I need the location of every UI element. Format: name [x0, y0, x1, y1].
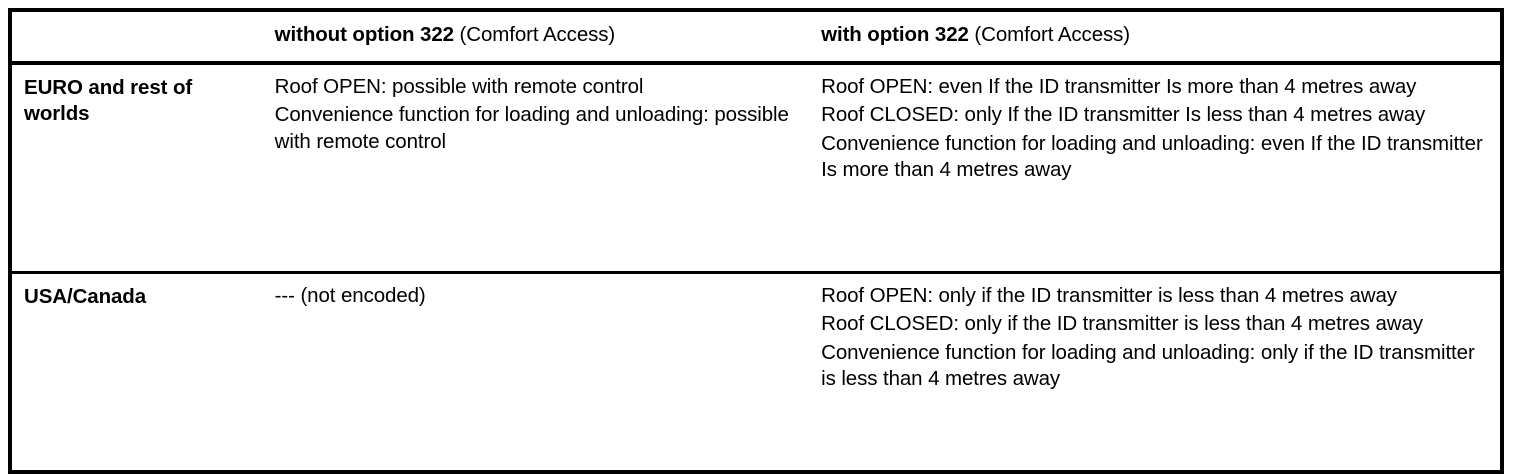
header-with-strong: with option 322 [821, 23, 969, 46]
row-label-usa-canada: USA/Canada [24, 284, 147, 308]
paragraph: Roof OPEN: only if the ID transmitter is… [821, 283, 1397, 307]
cell-usa-without-322: --- (not encoded) [262, 272, 810, 472]
header-with-inner: with option 322 (Comfort Access) [809, 12, 1500, 61]
row-label-euro: EURO and rest of worlds [24, 75, 193, 125]
header-with-rest: (Comfort Access) [968, 23, 1131, 46]
paragraph: Roof CLOSED: only If the ID transmitter … [821, 103, 1426, 126]
paragraph: --- (not encoded) [274, 283, 426, 307]
row-header-euro: EURO and rest of worlds [10, 62, 263, 274]
header-empty-inner [12, 12, 263, 61]
paragraph: Roof OPEN: possible with remote control [274, 74, 644, 98]
paragraph: Convenience function for loading and unl… [274, 103, 789, 153]
paragraph: Convenience function for loading and unl… [821, 340, 1475, 391]
paragraph: Roof OPEN: even If the ID transmitter Is… [821, 74, 1417, 98]
paragraph: Roof CLOSED: only if the ID transmitter … [821, 312, 1423, 335]
header-without-strong: without option 322 [274, 23, 454, 46]
spec-table: without option 322 (Comfort Access) with… [8, 8, 1504, 474]
cell-euro-without-322: Roof OPEN: possible with remote control … [262, 62, 810, 274]
header-cell-without-option-322: without option 322 (Comfort Access) [262, 10, 810, 65]
cell-usa-with-322-inner: Roof OPEN: only if the ID transmitter is… [809, 274, 1500, 404]
table-row: EURO and rest of worlds Roof OPEN: possi… [10, 62, 1502, 274]
header-cell-empty [10, 10, 263, 65]
table-header-row: without option 322 (Comfort Access) with… [10, 10, 1502, 65]
cell-euro-with-322-inner: Roof OPEN: even If the ID transmitter Is… [809, 65, 1500, 195]
cell-usa-with-322: Roof OPEN: only if the ID transmitter is… [809, 272, 1502, 472]
cell-euro-without-322-inner: Roof OPEN: possible with remote control … [263, 65, 809, 167]
paragraph: Convenience function for loading and unl… [821, 131, 1483, 182]
cell-euro-with-322: Roof OPEN: even If the ID transmitter Is… [809, 62, 1502, 274]
header-cell-with-option-322: with option 322 (Comfort Access) [809, 10, 1502, 65]
table-row: USA/Canada --- (not encoded) Roof OPEN: … [10, 272, 1502, 472]
row-header-usa-canada: USA/Canada [10, 272, 263, 472]
cell-usa-without-322-inner: --- (not encoded) [263, 274, 809, 321]
header-without-inner: without option 322 (Comfort Access) [263, 12, 809, 61]
header-without-rest: (Comfort Access) [453, 23, 616, 46]
